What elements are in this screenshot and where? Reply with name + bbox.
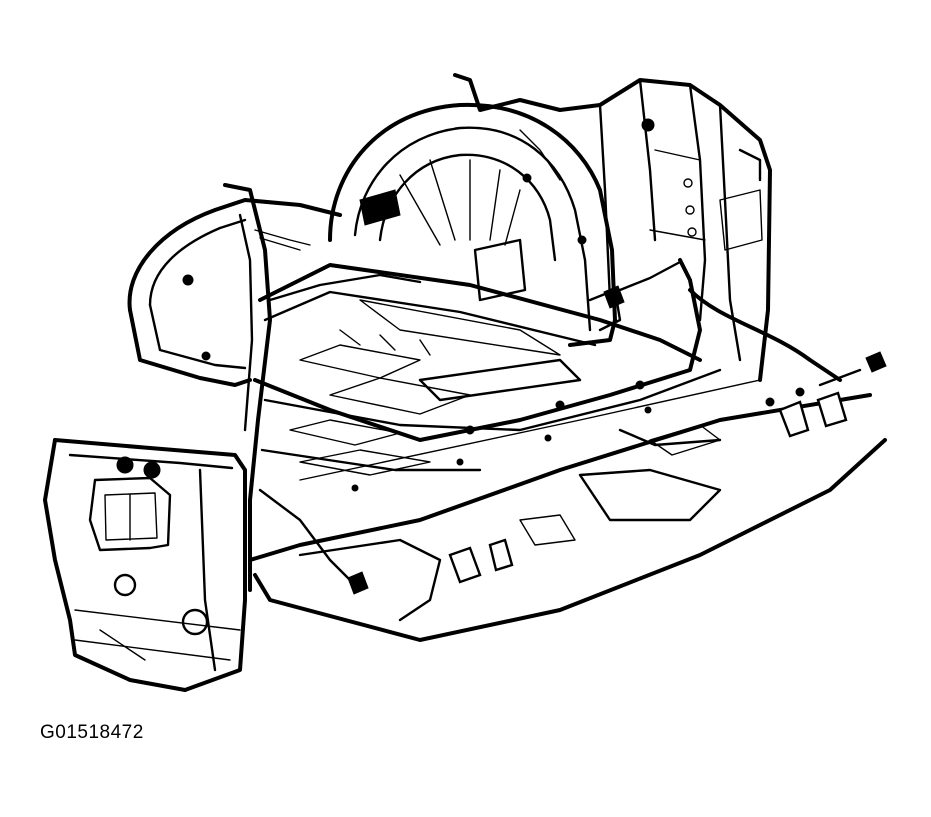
- wheel-housing: [328, 102, 622, 347]
- left-quarter-panel: [127, 183, 342, 592]
- right-quarter-panel: [453, 73, 772, 382]
- left-lower-quarter: [43, 438, 247, 692]
- cargo-floor-pan: [248, 263, 887, 642]
- cargo-floor-wiring-illustration: [43, 73, 887, 692]
- wiring-harness: [253, 258, 887, 595]
- figure-id-label: G01518472: [40, 722, 144, 743]
